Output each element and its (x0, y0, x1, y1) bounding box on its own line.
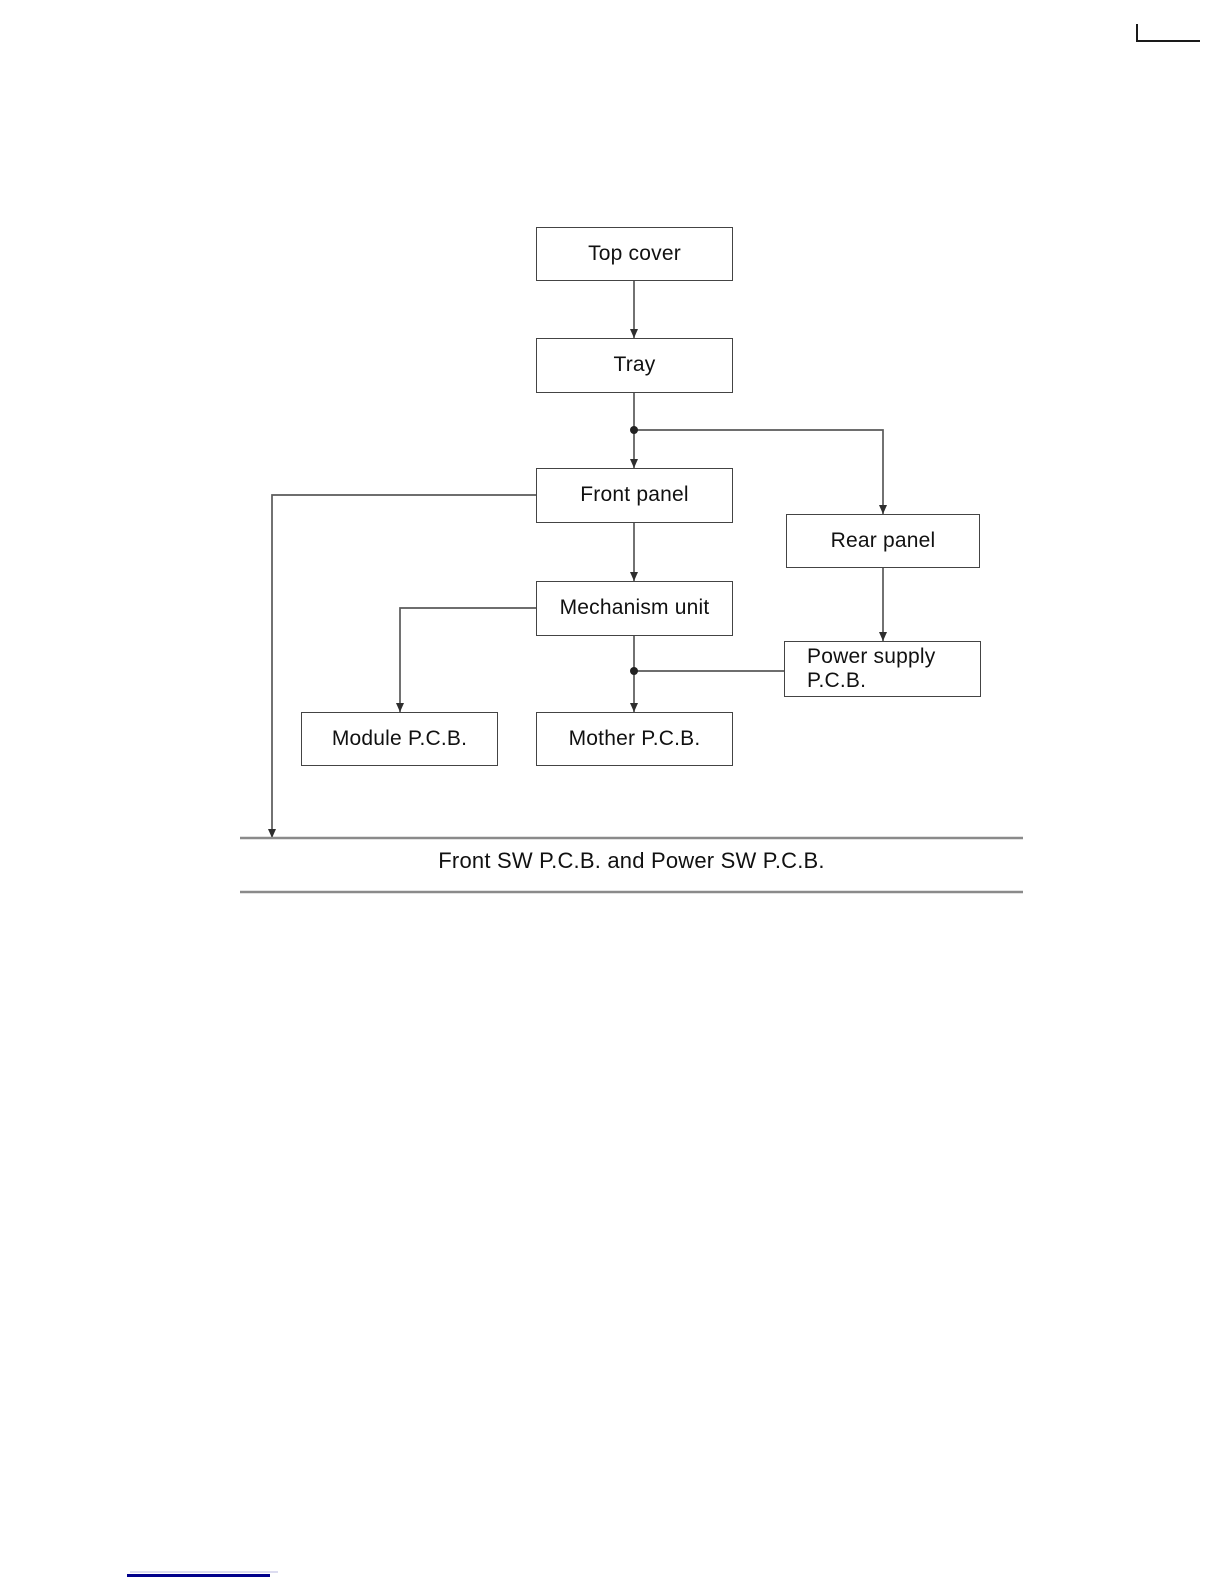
node-power-supply-pcb-label: Power supply P.C.B. (807, 644, 936, 692)
node-tray: Tray (536, 338, 733, 393)
node-tray-label: Tray (613, 353, 656, 377)
node-rear-panel: Rear panel (786, 514, 980, 568)
node-mother-pcb-label: Mother P.C.B. (568, 726, 701, 750)
edge-mechanism-module (396, 607, 536, 712)
node-front-panel-label: Front panel (580, 483, 689, 507)
node-module-pcb-label: Module P.C.B. (331, 726, 468, 750)
edge-frontpanel-frontsw (268, 494, 536, 838)
accent-underline-light (130, 1571, 278, 1573)
node-rear-panel-label: Rear panel (830, 528, 936, 552)
node-mother-pcb: Mother P.C.B. (536, 712, 733, 766)
junction-dot-tray (630, 426, 638, 434)
node-top-cover: Top cover (536, 227, 733, 281)
node-mechanism-unit: Mechanism unit (536, 581, 733, 636)
node-mechanism-unit-label: Mechanism unit (559, 596, 710, 620)
node-front-panel: Front panel (536, 468, 733, 523)
node-module-pcb: Module P.C.B. (301, 712, 498, 766)
node-power-supply-pcb: Power supply P.C.B. (784, 641, 981, 697)
footer-section-caption: Front SW P.C.B. and Power SW P.C.B. (438, 848, 825, 873)
edge-tray-rearpanel (634, 429, 887, 514)
node-top-cover-label: Top cover (588, 241, 681, 265)
junction-dot-mechanism (630, 667, 638, 675)
accent-underline (127, 1574, 270, 1577)
corner-mark (1136, 24, 1200, 42)
